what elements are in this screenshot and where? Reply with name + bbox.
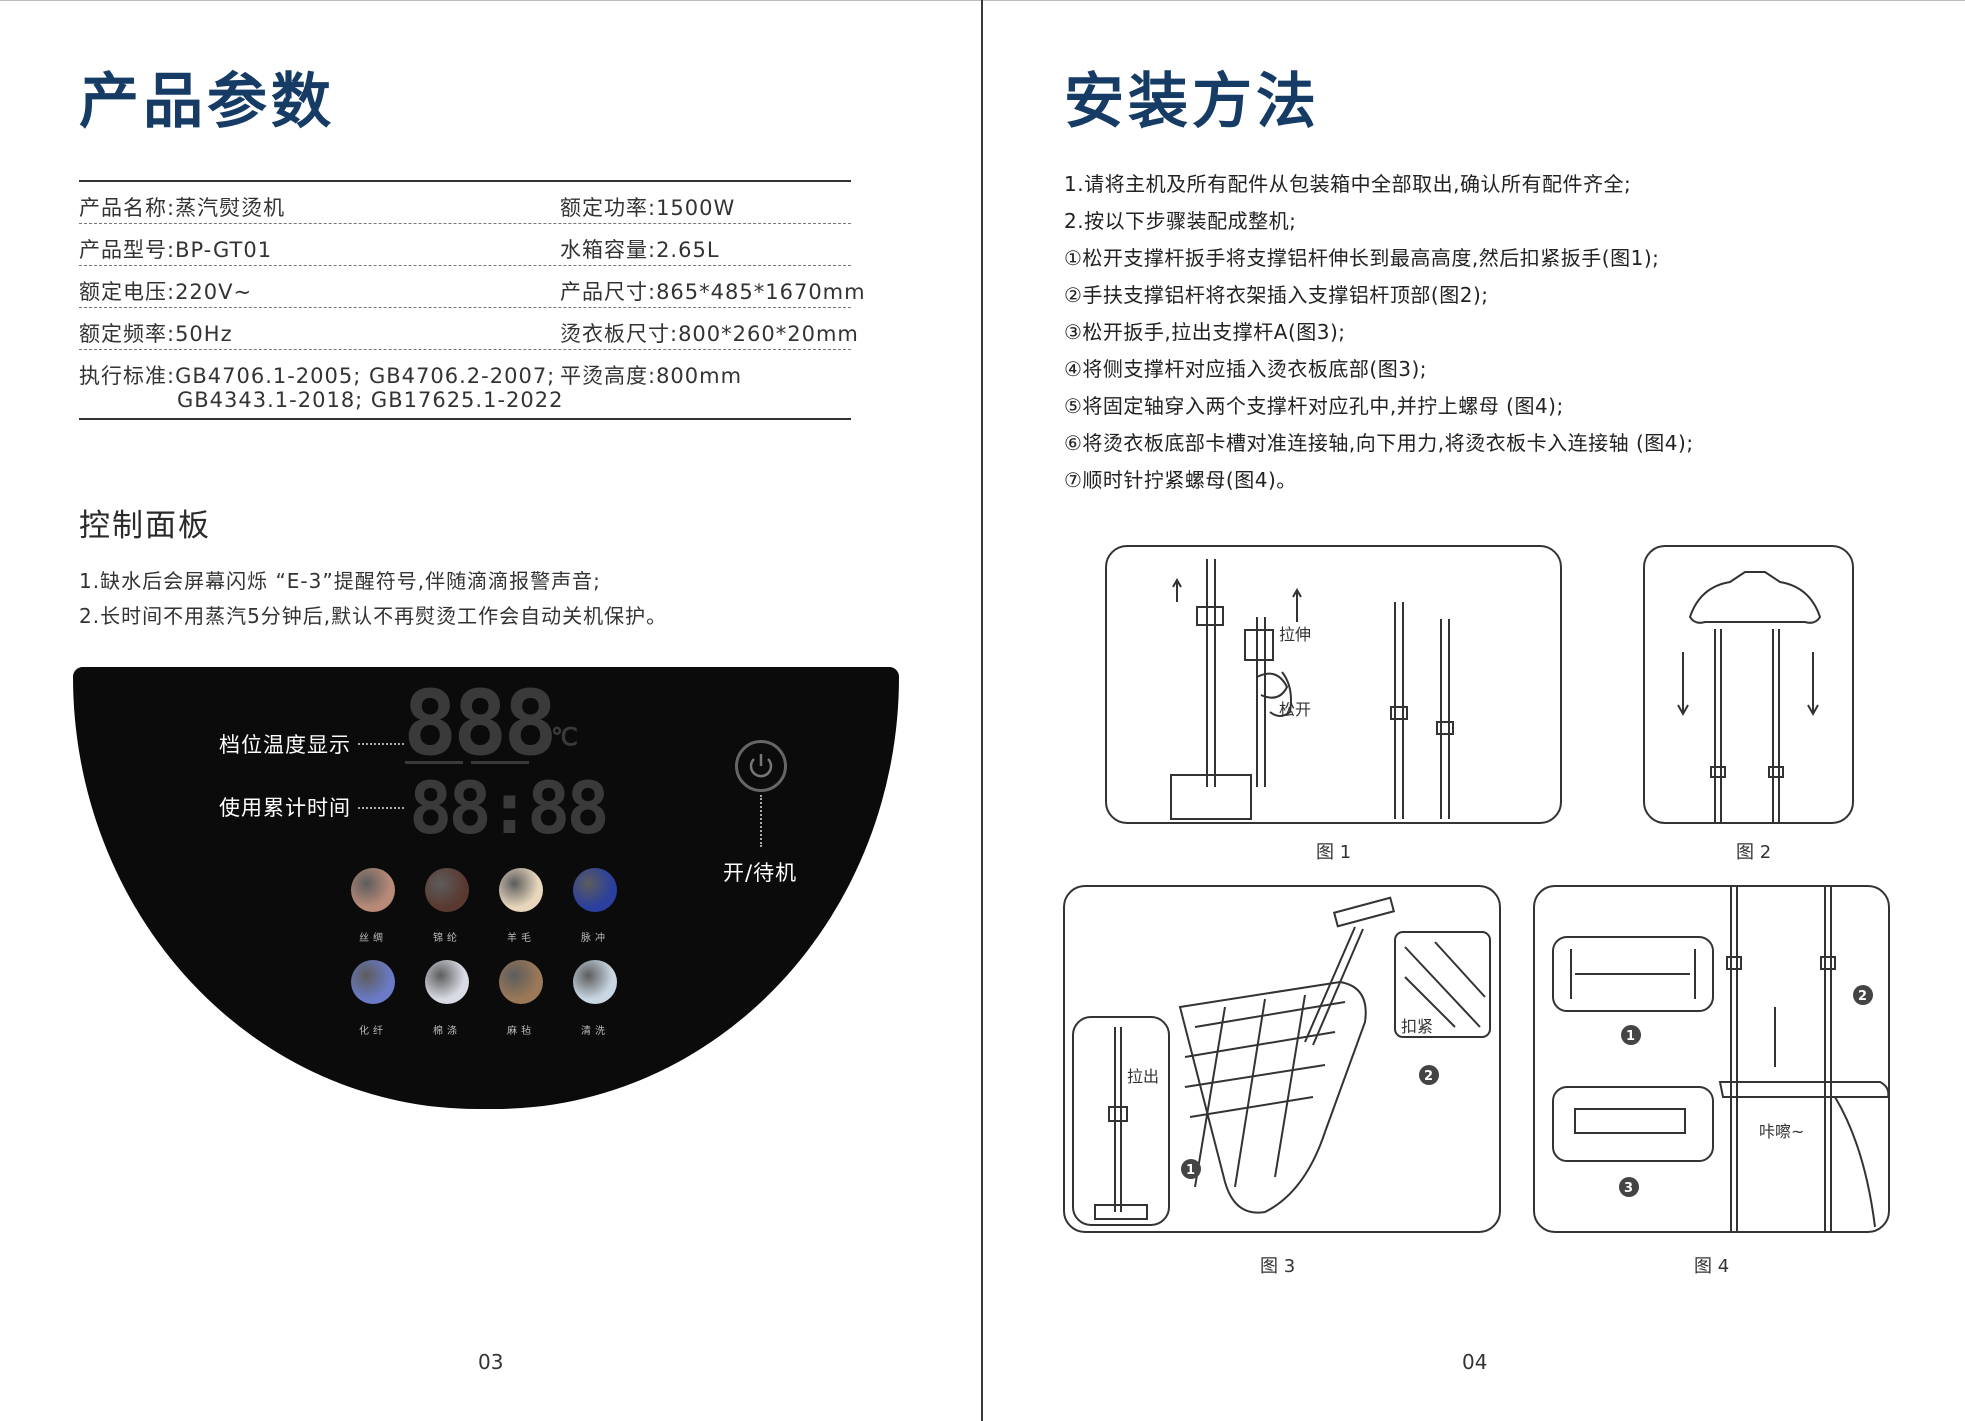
page-title-params: 产品参数 [79,67,335,137]
step-marker-3: 3 [1624,1181,1633,1196]
leader-line [760,795,762,847]
click-label: 咔嚓~ [1759,1122,1804,1141]
install-step: ②手扶支撑铝杆将衣架插入支撑铝杆顶部(图2); [1064,283,1489,307]
table-row: 额定频率:50Hz 烫衣板尺寸:800*260*20mm [79,308,858,350]
install-step: ①松开支撑杆扳手将支撑铝杆伸长到最高高度,然后扣紧扳手(图1); [1064,246,1660,270]
fabric-linen-button[interactable] [499,960,543,1004]
fabric-label: 棉涤 [433,1026,461,1037]
fabric-label: 麻毡 [507,1026,535,1037]
install-step: ④将侧支撑杆对应插入烫衣板底部(图3); [1064,357,1427,381]
figure-1-caption: 图 1 [1316,842,1352,863]
figure-4-drawing: 咔嚓~ 1 2 3 [1552,887,1888,1231]
param-right: 平烫高度:800mm [560,364,743,388]
pull-label: 拉出 [1127,1067,1159,1086]
install-step: ⑤将固定轴穿入两个支撑杆对应孔中,并拧上螺母 (图4); [1064,394,1564,418]
param-left: 执行标准:GB4706.1-2005; GB4706.2-2007; [79,364,556,388]
page-title-install: 安装方法 [1064,67,1320,137]
install-step: ⑥将烫衣板底部卡槽对准连接轴,向下用力,将烫衣板卡入连接轴 (图4); [1064,431,1694,455]
table-row: 执行标准:GB4706.1-2005; GB4706.2-2007; GB434… [79,350,851,418]
stretch-label: 拉伸 [1279,625,1311,644]
param-left: 产品名称:蒸汽熨烫机 [79,196,286,220]
fabric-cotton-button[interactable] [425,960,469,1004]
fabric-silk-button[interactable] [351,868,395,912]
temp-underline [471,761,529,764]
param-left: 产品型号:BP-GT01 [79,238,273,262]
page-divider [981,0,983,1421]
fabric-label: 丝绸 [359,933,387,944]
page-number-left: 03 [478,1350,504,1374]
step-marker-2: 2 [1858,989,1867,1004]
param-left-continued: GB4343.1-2018; GB17625.1-2022 [177,388,564,412]
figure-3-drawing: 拉出 扣紧 1 2 [1072,896,1491,1226]
fabric-label: 脉冲 [581,933,609,944]
step-marker-2: 2 [1424,1069,1433,1084]
leader-line [358,807,404,809]
temp-underline [405,761,463,764]
param-right: 水箱容量:2.65L [560,238,720,262]
step-marker-1: 1 [1626,1029,1635,1044]
figure-1: 拉伸 松开 [1105,545,1562,824]
temp-display-label: 档位温度显示 [219,733,351,757]
temp-unit: ℃ [551,723,578,751]
param-left: 额定频率:50Hz [79,322,233,346]
fabric-label: 锦纶 [433,933,461,944]
fabric-label: 羊毛 [507,933,535,944]
time-display-digits: 88:88 [409,766,610,850]
temp-display-digits: 888 [403,671,558,776]
figure-2-drawing [1677,571,1822,822]
fabric-nylon-button[interactable] [425,868,469,912]
figure-3: 拉出 扣紧 1 2 [1063,885,1501,1233]
pulse-button[interactable] [573,868,617,912]
power-button[interactable] [735,740,787,792]
time-display-label: 使用累计时间 [219,796,351,820]
params-table: 产品名称:蒸汽熨烫机 额定功率:1500W 产品型号:BP-GT01 水箱容量:… [79,180,865,420]
power-icon [749,754,773,778]
table-row: 额定电压:220V~ 产品尺寸:865*485*1670mm [79,266,865,308]
install-step: 2.按以下步骤装配成整机; [1064,209,1297,233]
step-marker-1: 1 [1186,1163,1195,1178]
figure-1-drawing: 拉伸 松开 [1170,559,1454,820]
power-label: 开/待机 [723,861,798,885]
figure-4: 咔嚓~ 1 2 3 [1533,885,1890,1233]
table-row: 产品型号:BP-GT01 水箱容量:2.65L [79,224,851,266]
control-panel-illustration: 888 ℃ 88:88 档位温度显示 使用累计时间 开/待机 丝绸 锦纶 羊毛 … [73,667,899,1109]
param-right: 烫衣板尺寸:800*260*20mm [560,322,859,346]
control-panel-heading: 控制面板 [79,508,211,544]
param-right: 产品尺寸:865*485*1670mm [560,280,866,304]
figure-3-caption: 图 3 [1260,1256,1296,1277]
leader-line [358,743,404,745]
fabric-label: 化纤 [359,1026,387,1037]
page-number-right: 04 [1462,1350,1488,1374]
figure-2 [1643,545,1854,824]
param-left: 额定电压:220V~ [79,280,253,304]
fabric-synthetic-button[interactable] [351,960,395,1004]
figure-2-caption: 图 2 [1736,842,1772,863]
control-note-1: 1.缺水后会屏幕闪烁 “E-3”提醒符号,伴随滴滴报警声音; [79,569,601,593]
fabric-label: 清洗 [581,1026,609,1037]
control-note-2: 2.长时间不用蒸汽5分钟后,默认不再熨烫工作会自动关机保护。 [79,604,668,628]
fabric-wool-button[interactable] [499,868,543,912]
loosen-label: 松开 [1279,700,1311,719]
install-step: ③松开扳手,拉出支撑杆A(图3); [1064,320,1346,344]
table-row: 产品名称:蒸汽熨烫机 额定功率:1500W [79,182,851,224]
param-right: 额定功率:1500W [560,196,736,220]
install-step: 1.请将主机及所有配件从包装箱中全部取出,确认所有配件齐全; [1064,172,1632,196]
figure-4-caption: 图 4 [1694,1256,1730,1277]
tighten-label: 扣紧 [1401,1017,1433,1036]
clean-button[interactable] [573,960,617,1004]
install-step: ⑦顺时针拧紧螺母(图4)。 [1064,468,1297,492]
